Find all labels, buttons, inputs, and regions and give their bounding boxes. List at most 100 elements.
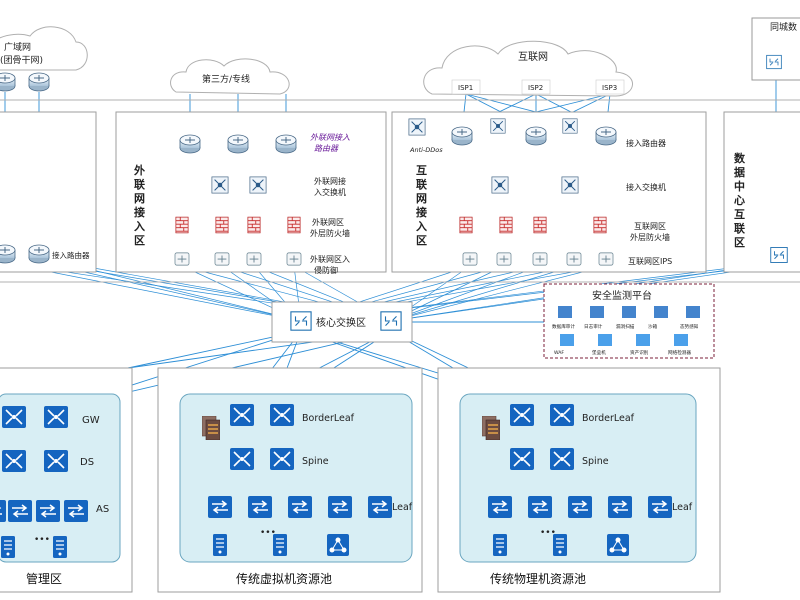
security-tool-icon — [674, 334, 688, 346]
borderleaf-switch-icon — [270, 404, 294, 426]
left-access-panel: 接入路由器 — [0, 72, 97, 273]
security-tool-icon — [598, 334, 612, 346]
vpool-dots: ••• — [260, 528, 276, 538]
borderleaf-switch-icon — [550, 404, 574, 426]
isp1-box — [451, 79, 481, 95]
extranet-fw-label-1: 外联网区 — [312, 217, 344, 227]
mgmt-gw-label: GW — [82, 415, 100, 426]
internet-label: 互联网 — [518, 51, 548, 63]
extranet-firewall-icon — [175, 216, 189, 234]
zone-title-char: 互 — [416, 164, 427, 177]
vpool-borderleaf-label: BorderLeaf — [302, 413, 355, 424]
zone-title-char: 入 — [134, 220, 145, 233]
security-tool-label: WAF — [554, 350, 564, 356]
internet-switch-label: 接入交换机 — [626, 182, 666, 192]
server-icon — [213, 534, 227, 556]
third-party-label: 第三方/专线 — [202, 73, 250, 85]
zone-title-char: 区 — [134, 234, 145, 247]
core-uplink — [59, 261, 302, 322]
isp1-label: ISP1 — [458, 84, 473, 92]
security-tool-label: 态势感知 — [680, 323, 699, 330]
leaf-switch-icon — [528, 496, 552, 518]
blade-server-icon — [607, 534, 629, 556]
leaf-switch-icon — [328, 496, 352, 518]
extranet-router-icon — [275, 134, 297, 154]
spine-switch-icon — [550, 448, 574, 470]
internet-ips-icon — [462, 252, 478, 266]
access-router-icon-1 — [0, 244, 16, 264]
internet-bypass-icon — [490, 118, 506, 134]
ppool-borderleaf-label: BorderLeaf — [582, 413, 635, 424]
gw-switch-icon — [2, 406, 26, 428]
zone-title-char: 入 — [416, 220, 427, 233]
leaf-switch-icon — [488, 496, 512, 518]
ppool-zone-label: 传统物理机资源池 — [490, 571, 586, 586]
security-title: 安全监测平台 — [592, 289, 652, 302]
internet-ips-label: 互联网区IPS — [628, 257, 672, 266]
gw-switch-icon — [44, 406, 68, 428]
internet-bypass-icon — [562, 118, 578, 134]
extranet-ips-icon — [246, 252, 262, 266]
internet-router-label: 接入路由器 — [626, 138, 666, 148]
vpool-spine-label: Spine — [302, 456, 329, 467]
third-party-cloud: 第三方/专线 — [170, 58, 290, 95]
ppool-leaf-label: Leaf — [672, 502, 693, 513]
core-zone-label: 核心交换区 — [316, 316, 366, 329]
internet-router-icon — [451, 126, 473, 146]
security-tool-icon — [560, 334, 574, 346]
wan-cloud: 广域网 (团骨干网) — [0, 26, 88, 71]
internet-cloud: 互联网 ISP1 ISP2 ISP3 — [423, 40, 633, 97]
security-tool-label: 日志审计 — [584, 323, 603, 330]
security-tool-label: 沙箱 — [648, 323, 658, 330]
spine-switch-icon — [270, 448, 294, 470]
access-frame — [0, 99, 800, 283]
server-icon — [493, 534, 507, 556]
internet-switch-icon — [561, 176, 579, 194]
security-tool-icon — [590, 306, 604, 318]
internet-router-icon — [595, 126, 617, 146]
security-tool-label: 漏洞扫描 — [616, 323, 635, 330]
security-tool-label: 数据库审计 — [552, 323, 575, 330]
core-uplink — [390, 265, 541, 322]
leaf-switch-icon — [568, 496, 592, 518]
leaf-switch-icon — [648, 496, 672, 518]
mgmt-dots: ••• — [34, 535, 50, 545]
internet-fw-label-1: 互联网区 — [634, 222, 666, 231]
borderleaf-switch-icon — [230, 404, 254, 426]
mgmt-as-label: AS — [96, 504, 109, 515]
extranet-fw-label-2: 外层防火墙 — [310, 228, 350, 238]
zone-title-char: 中 — [734, 179, 745, 193]
zone-title-char: 外 — [133, 163, 145, 177]
extranet-router-label-1: 外联网接入 — [310, 133, 350, 142]
zone-title-char: 心 — [734, 194, 745, 207]
leaf-switch-icon — [368, 496, 392, 518]
extranet-firewall-icon — [247, 216, 261, 234]
city-dc-label: 同城数 — [770, 21, 797, 33]
isp2-label: ISP2 — [528, 84, 543, 92]
extranet-switch-icon — [249, 176, 267, 194]
security-tool-icon — [558, 306, 572, 318]
internet-fw-label-2: 外层防火墙 — [630, 232, 670, 242]
extranet-ips-icon — [214, 252, 230, 266]
wan-label: 广域网 — [4, 41, 31, 53]
extranet-ips-icon — [174, 252, 190, 266]
server-icon — [53, 536, 67, 558]
management-zone: GW DS AS ••• 管理区 — [0, 367, 133, 593]
ds-switch-icon — [44, 450, 68, 472]
internet-firewall-icon — [533, 216, 547, 234]
mgmt-ds-label: DS — [80, 457, 94, 468]
vpool-leaf-label: Leaf — [392, 502, 413, 513]
borderleaf-switch-icon — [510, 404, 534, 426]
extranet-router-label-2: 路由器 — [314, 144, 339, 153]
isp3-label: ISP3 — [602, 84, 617, 92]
zone-title-char: 网 — [134, 192, 145, 205]
extranet-ips-label-1: 外联网区入 — [310, 254, 350, 264]
zone-title-char: 互 — [734, 208, 745, 221]
left-router-label: 接入路由器 — [52, 250, 90, 260]
city-dc-box: 同城数 — [751, 17, 800, 81]
isp3-box — [595, 79, 625, 95]
zone-title-char: 接 — [416, 205, 427, 219]
